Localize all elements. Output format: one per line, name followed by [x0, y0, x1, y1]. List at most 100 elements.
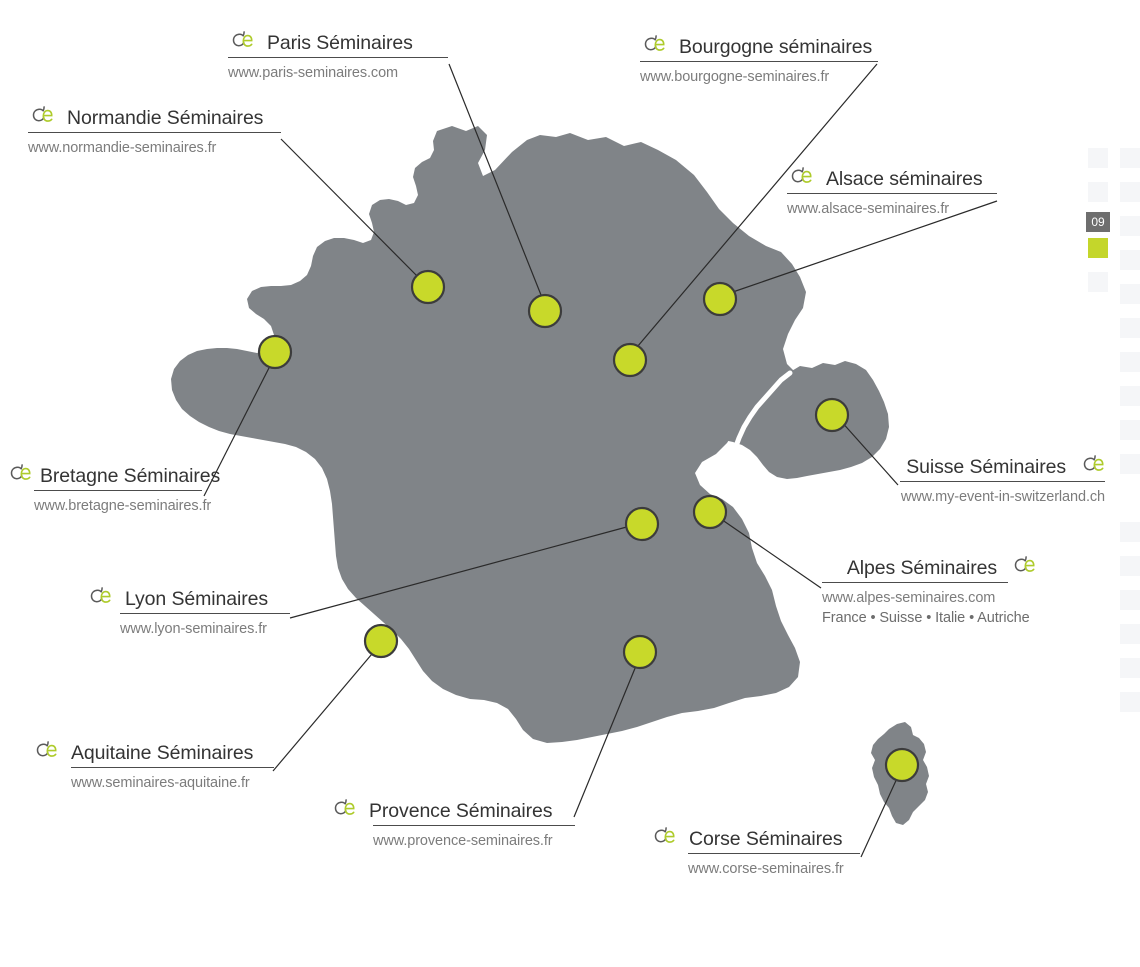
grid-square-accent: [1088, 238, 1108, 258]
grid-square: [1120, 658, 1140, 678]
grid-square: [1120, 556, 1140, 576]
callout-header: Alpes Séminaires: [700, 555, 1036, 579]
callout-url[interactable]: www.lyon-seminaires.fr: [120, 621, 267, 637]
callout-subtitle: France • Suisse • Italie • Autriche: [822, 609, 1030, 626]
callout-rule: [373, 825, 575, 826]
map-dot-lyon: [624, 506, 660, 542]
callout-normandie[interactable]: Normandie Séminaires www.normandie-semin…: [28, 105, 281, 159]
leader-line-normandie: [280, 138, 425, 284]
callout-rule: [688, 853, 860, 854]
grid-square: [1120, 692, 1140, 712]
callout-url[interactable]: www.corse-seminaires.fr: [688, 861, 844, 877]
callout-title: Alsace séminaires: [826, 167, 983, 190]
callout-url[interactable]: www.provence-seminaires.fr: [373, 833, 553, 849]
edge-square-grid: 09: [1075, 0, 1140, 967]
callout-header: Provence Séminaires: [330, 798, 575, 822]
ae-logo-icon: [640, 34, 666, 55]
callout-alsace[interactable]: Alsace séminaires www.alsace-seminaires.…: [787, 167, 997, 220]
callout-rule: [822, 582, 1008, 583]
callout-url[interactable]: www.alpes-seminaires.com: [822, 590, 996, 606]
page-number-badge: 09: [1086, 212, 1110, 232]
callout-title: Provence Séminaires: [369, 799, 553, 822]
callout-header: Suisse Séminaires: [780, 454, 1105, 477]
ae-logo-icon: [1010, 555, 1036, 576]
grid-square: [1120, 454, 1140, 474]
grid-square: [1120, 182, 1140, 202]
grid-square: [1120, 352, 1140, 372]
callout-url[interactable]: www.my-event-in-switzerland.ch: [900, 489, 1105, 505]
leader-line-aquitaine: [272, 647, 378, 772]
callout-url[interactable]: www.bretagne-seminaires.fr: [34, 498, 212, 514]
map-dot-provence: [622, 634, 658, 670]
ae-logo-icon: [28, 105, 54, 126]
ae-logo-icon: [330, 798, 356, 819]
callout-url[interactable]: www.paris-seminaires.com: [228, 65, 399, 81]
leader-line-paris: [448, 63, 546, 306]
map-dot-bretagne: [257, 334, 293, 370]
ae-logo-icon: [650, 826, 676, 847]
callout-header: Alsace séminaires: [787, 167, 997, 190]
callout-url[interactable]: www.seminaires-aquitaine.fr: [71, 775, 250, 791]
grid-square: [1088, 182, 1108, 202]
callout-rule: [640, 61, 878, 62]
ae-logo-icon: [6, 463, 32, 484]
grid-square: [1088, 148, 1108, 168]
callout-title: Bourgogne séminaires: [679, 35, 873, 58]
callout-title: Alpes Séminaires: [846, 556, 997, 579]
callout-rule: [900, 481, 1105, 482]
map-dots[interactable]: [257, 269, 920, 783]
map-dot-aquitaine: [363, 623, 399, 659]
callout-paris[interactable]: Paris Séminaires www.paris-seminaires.co…: [228, 30, 448, 84]
callout-rule: [787, 193, 997, 194]
grid-square: [1120, 318, 1140, 338]
callout-rule: [28, 132, 281, 133]
callout-rule: [34, 490, 202, 491]
callout-header: Normandie Séminaires: [28, 105, 281, 129]
grid-square: [1120, 284, 1140, 304]
callout-title: Aquitaine Séminaires: [71, 741, 254, 764]
callout-lyon[interactable]: Lyon Séminaires www.lyon-seminaires.fr: [86, 586, 290, 640]
callout-alpes[interactable]: Alpes Séminaires www.alpes-seminaires.co…: [700, 555, 1036, 628]
callout-header: Aquitaine Séminaires: [32, 740, 274, 764]
callout-provence[interactable]: Provence Séminaires www.provence-seminai…: [330, 798, 575, 852]
leader-line-corse: [860, 773, 900, 858]
callout-bretagne[interactable]: Bretagne Séminaires www.bretagne-seminai…: [6, 463, 220, 517]
callout-header: Lyon Séminaires: [86, 586, 290, 610]
callout-title: Paris Séminaires: [267, 31, 413, 54]
ae-logo-icon: [1079, 454, 1105, 475]
ae-logo-icon: [32, 740, 58, 761]
grid-square: [1120, 590, 1140, 610]
callout-aquitaine[interactable]: Aquitaine Séminaires www.seminaires-aqui…: [32, 740, 274, 794]
callout-title: Corse Séminaires: [689, 827, 843, 850]
grid-square: [1120, 420, 1140, 440]
france-mainland-shape: [171, 126, 806, 743]
map-dot-bourgogne: [612, 342, 648, 378]
callout-url[interactable]: www.bourgogne-seminaires.fr: [640, 69, 830, 85]
grid-square: [1120, 216, 1140, 236]
france-switzerland-border-gap: [696, 370, 793, 477]
callout-rule: [71, 767, 274, 768]
grid-square: [1120, 386, 1140, 406]
ae-logo-icon: [86, 586, 112, 607]
callout-header: Bretagne Séminaires: [6, 463, 220, 486]
callout-url[interactable]: www.normandie-seminaires.fr: [28, 140, 217, 156]
ae-logo-icon: [228, 30, 254, 51]
grid-square: [1120, 624, 1140, 644]
grid-square: [1120, 250, 1140, 270]
callout-header: Paris Séminaires: [228, 30, 448, 54]
callout-corse[interactable]: Corse Séminaires www.corse-seminaires.fr: [650, 826, 860, 880]
corsica-shape: [871, 722, 929, 825]
callout-suisse[interactable]: Suisse Séminaires www.my-event-in-switze…: [780, 454, 1105, 508]
map-dot-suisse: [814, 397, 850, 433]
map-dot-normandie: [410, 269, 446, 305]
grid-square: [1120, 148, 1140, 168]
grid-square: [1088, 272, 1108, 292]
callout-url[interactable]: www.alsace-seminaires.fr: [787, 201, 949, 217]
callout-header: Bourgogne séminaires: [640, 34, 878, 58]
callout-bourgogne[interactable]: Bourgogne séminaires www.bourgogne-semin…: [640, 34, 878, 88]
callout-title: Normandie Séminaires: [67, 106, 264, 129]
callout-title: Lyon Séminaires: [125, 587, 269, 610]
map-dot-alsace: [702, 281, 738, 317]
leader-line-provence: [573, 660, 639, 818]
